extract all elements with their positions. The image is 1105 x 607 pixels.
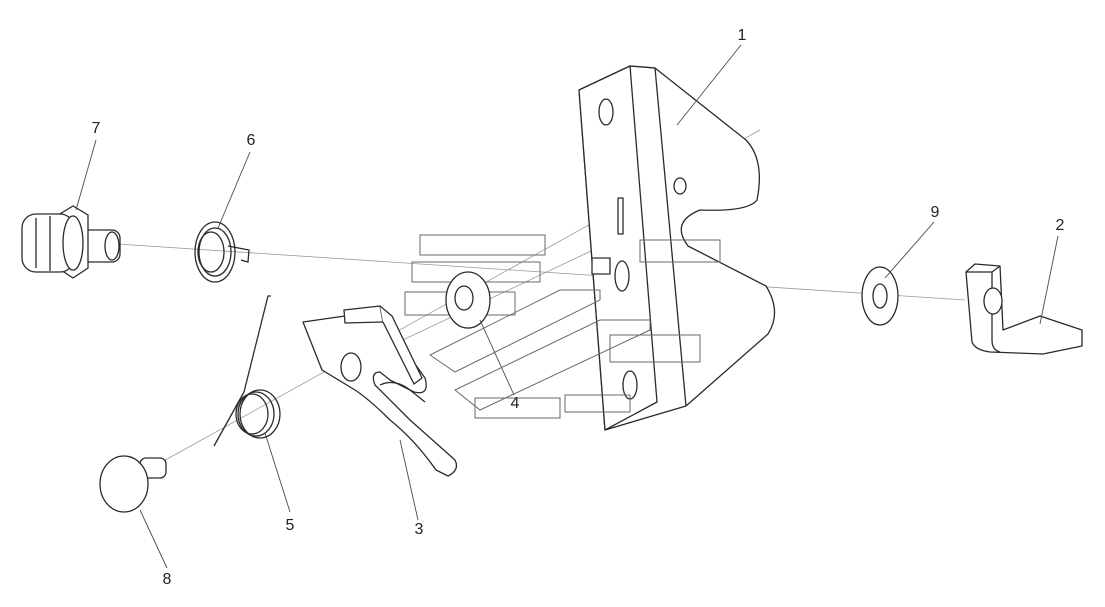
- assembly-axis-lines: [117, 129, 966, 464]
- washer-small-part: [445, 271, 491, 329]
- callout-3: 3: [415, 521, 424, 538]
- callout-4: 4: [511, 395, 520, 412]
- callout-9: 9: [931, 204, 940, 221]
- callout-2: 2: [1056, 217, 1065, 234]
- callout-8: 8: [163, 571, 172, 588]
- torsion-spring-long-part: [213, 295, 281, 447]
- leader-lines: [75, 44, 1059, 569]
- torsion-spring-short-part: [194, 221, 250, 283]
- latch-lever-part: [302, 305, 458, 477]
- washer-large-part: [861, 266, 899, 326]
- angle-plate-part: [965, 263, 1083, 355]
- bracket-phantom-outline: [404, 234, 721, 419]
- callout-5: 5: [286, 517, 295, 534]
- callout-6: 6: [247, 132, 256, 149]
- pin-part: [99, 455, 167, 513]
- callout-7: 7: [92, 120, 101, 137]
- callout-1: 1: [738, 27, 747, 44]
- callout-labels: 1 2 3 4 5 6 7 8 9: [92, 27, 1065, 588]
- bracket-part: [578, 65, 776, 431]
- hex-bolt-part: [21, 205, 121, 279]
